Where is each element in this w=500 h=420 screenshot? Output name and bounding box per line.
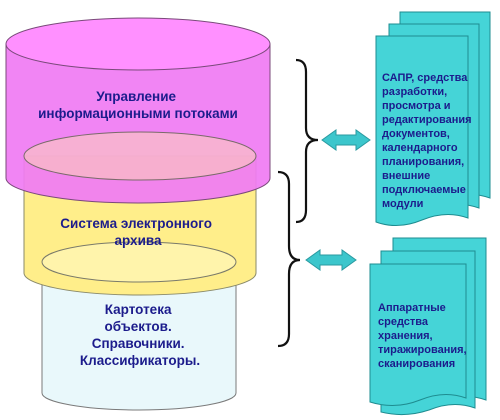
- brace-upper: [295, 58, 319, 224]
- cylinder-bottom: [41, 261, 237, 411]
- document-upper-label: САПР, средства разработки, просмотра и р…: [382, 72, 475, 210]
- cylinder-bottom-label: Картотека объектов. Справочники. Классиф…: [80, 302, 200, 368]
- double-arrow-lower: [305, 249, 357, 271]
- double-arrow-upper: [321, 129, 371, 151]
- document-stack-upper: [375, 11, 491, 226]
- cylinder-bottom-top-ellipse: [41, 241, 237, 283]
- cylinder-middle-label: Система электронного архива: [60, 216, 215, 248]
- cylinder-top-label: Управление информационными потоками: [38, 89, 238, 121]
- document-lower-label: Аппаратные средства хранения, тиражирова…: [378, 302, 470, 370]
- cylinder-middle-top-ellipse: [23, 131, 257, 181]
- brace-lower: [277, 170, 301, 348]
- document-stack-lower: [369, 237, 487, 416]
